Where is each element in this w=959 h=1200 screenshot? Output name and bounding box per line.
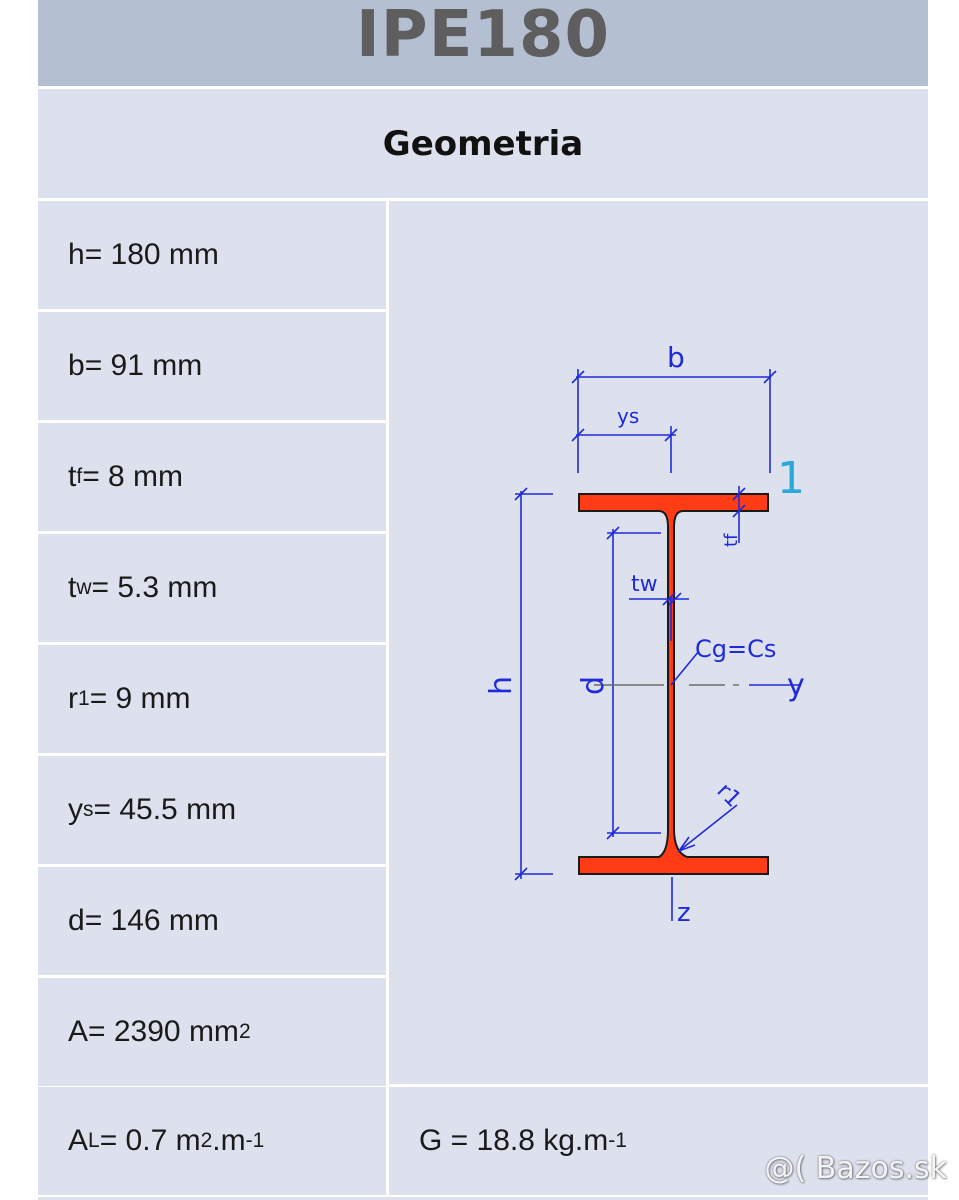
dim-d-tick-top [606,526,620,540]
bazos-watermark: @( Bazos.sk [764,1151,947,1186]
property-subscript: f [76,465,83,488]
property-subscript: w [76,576,92,599]
label-r1: r1 [712,778,746,812]
property-symbol: t [68,460,77,493]
property-value: = 45.5 mm [93,793,237,826]
property-value: = 91 mm [84,349,203,382]
label-d: d [576,676,611,695]
dim-h-tick-top [514,487,528,501]
property-symbol: t [68,571,77,604]
weight-cell: G = 18.8 kg.m-1 [389,1087,928,1195]
label-y: y [787,668,805,703]
label-tw: tw [631,572,658,597]
property-symbol: y [68,793,83,826]
dim-b-tick-right [763,370,777,384]
property-symbol: b [68,349,85,382]
label-1: 1 [777,453,805,504]
title-bar: IPE180 [38,0,928,86]
property-subscript: s [83,798,94,821]
weight-superscript: -1 [608,1129,627,1152]
property-value-unit: .m [212,1124,246,1157]
dim-ys-tick-left [571,428,585,442]
section-heading: Geometria [382,123,584,164]
dim-tf-tick-top [732,487,746,501]
dim-ys-tick-right [664,428,678,442]
property-value: = 5.3 mm [91,571,218,604]
label-z: z [677,898,691,928]
property-symbol: r [68,682,78,715]
label-b: b [667,341,685,374]
property-value: = 146 mm [84,904,219,937]
table-bottom-edge [38,1197,928,1200]
property-symbol: A [68,1124,89,1157]
dim-tw-tick-left [662,592,676,606]
property-value: = 0.7 m [99,1124,201,1157]
property-value: = 9 mm [89,682,191,715]
property-value: = 8 mm [82,460,184,493]
property-symbol: A [68,1015,89,1048]
label-cg: Cg=Cs [695,635,776,663]
cg-leader [670,650,700,686]
property-value: = 180 mm [84,238,219,271]
label-ys: ys [617,404,639,428]
property-symbol: h [68,238,85,271]
label-h: h [484,676,519,695]
i-beam-section [578,493,769,875]
property-row-b: b = 91 mm [38,312,386,420]
property-symbol: d [68,904,85,937]
dim-b-tick-left [571,370,585,384]
profile-title: IPE180 [355,0,611,72]
property-row-h: h = 180 mm [38,201,386,309]
property-value: = 2390 mm [88,1015,239,1048]
property-subscript: 1 [78,687,90,710]
property-superscript: -1 [245,1129,265,1152]
r1-arrow [676,836,696,853]
label-tf: tf [721,533,742,547]
dim-tf-tick-bottom [732,504,746,518]
ipe-section-diagram: b ys 1 tf tw Cg=Cs y h d r1 z [484,341,805,928]
property-superscript: 2 [200,1129,213,1152]
property-superscript: 2 [238,1020,251,1043]
property-row-d: d = 146 mm [38,867,386,975]
r1-leader [678,804,738,852]
section-drawing-cell: b ys 1 tf tw Cg=Cs y h d r1 z [389,201,928,1084]
section-header: Geometria [38,89,928,198]
property-subscript: L [88,1129,100,1152]
dim-d-tick-bottom [606,826,620,840]
dim-h-tick-bottom [514,867,528,881]
weight-value: G = 18.8 kg.m [419,1124,609,1157]
